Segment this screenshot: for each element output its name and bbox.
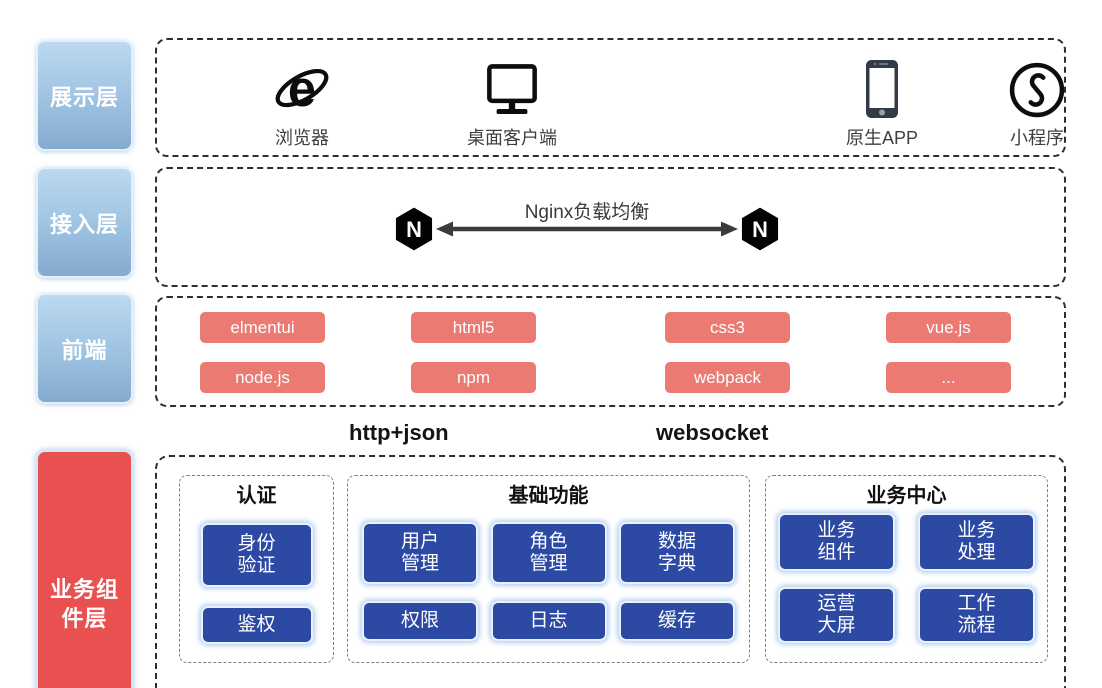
group-title: 认证 [236, 485, 277, 507]
nginx-icon: N [741, 207, 779, 251]
module-role-management: 角色 管理 [490, 522, 607, 584]
layer-label-access: 接入层 [36, 167, 133, 278]
miniprogram-icon [1008, 55, 1066, 119]
tech-tag-nodejs: node.js [200, 362, 325, 393]
protocol-label-http-json: http+json [349, 420, 449, 445]
client-item-native-app: 原生APP [827, 55, 937, 150]
mobile-phone-icon [865, 55, 899, 119]
business-center-grid: 业务 组件 业务 处理 运营 大屏 工作 流程 [766, 513, 1047, 643]
nginx-icon: N [395, 207, 433, 251]
svg-text:e: e [288, 60, 316, 117]
group-authentication: 认证 身份 验证 鉴权 [179, 475, 334, 663]
client-label: 浏览器 [275, 128, 329, 148]
layer-label-presentation: 展示层 [36, 40, 133, 151]
client-label: 原生APP [845, 128, 919, 148]
ie-browser-icon: e [272, 55, 332, 119]
module-authorization: 鉴权 [200, 606, 313, 644]
module-permissions: 权限 [362, 601, 478, 641]
tech-tag-vuejs: vue.js [886, 312, 1011, 343]
module-operations-dashboard: 运营 大屏 [778, 587, 895, 643]
tech-tag-elmentui: elmentui [200, 312, 325, 343]
svg-text:N: N [406, 217, 422, 242]
tech-tag-webpack: webpack [665, 362, 790, 393]
svg-text:N: N [752, 217, 768, 242]
tech-tag-css3: css3 [665, 312, 790, 343]
load-balance-link: Nginx负载均衡 [435, 202, 739, 239]
frontend-layer-box: elmentui html5 css3 vue.js node.js npm w… [155, 296, 1066, 407]
group-title: 业务中心 [866, 485, 947, 507]
presentation-layer-box: e 浏览器 桌面客户端 [155, 38, 1066, 157]
client-label: 小程序 [1010, 128, 1064, 148]
layer-label-business-components: 业务组 件层 [36, 450, 133, 688]
module-workflow: 工作 流程 [918, 587, 1035, 643]
module-business-components: 业务 组件 [778, 513, 895, 571]
business-layer-box: 认证 身份 验证 鉴权 基础功能 用户 管理 角色 管理 数据 字典 权限 日志… [155, 455, 1066, 688]
client-item-desktop: 桌面客户端 [457, 55, 567, 150]
tech-tag-npm: npm [411, 362, 536, 393]
protocol-label-websocket: websocket [656, 420, 769, 445]
client-label: 桌面客户端 [467, 128, 557, 148]
nginx-load-balancer: N Nginx负载均衡 N [395, 202, 779, 251]
client-item-miniprogram: 小程序 [982, 55, 1092, 150]
group-title: 基础功能 [508, 485, 589, 507]
basic-functions-grid: 用户 管理 角色 管理 数据 字典 权限 日志 缓存 [348, 522, 749, 641]
module-cache: 缓存 [619, 601, 735, 641]
client-item-browser: e 浏览器 [247, 55, 357, 150]
layer-label-frontend: 前端 [36, 293, 133, 404]
tech-tag-html5: html5 [411, 312, 536, 343]
tech-tag-more: ... [886, 362, 1011, 393]
group-basic-functions: 基础功能 用户 管理 角色 管理 数据 字典 权限 日志 缓存 [347, 475, 750, 663]
module-logs: 日志 [490, 601, 607, 641]
module-identity-verification: 身份 验证 [200, 523, 313, 587]
desktop-client-icon [483, 55, 541, 119]
double-arrow-icon [436, 221, 738, 237]
nginx-arrow-label: Nginx负载均衡 [524, 202, 650, 223]
module-data-dictionary: 数据 字典 [619, 522, 735, 584]
module-user-management: 用户 管理 [362, 522, 478, 584]
access-layer-box: N Nginx负载均衡 N [155, 167, 1066, 287]
module-business-processing: 业务 处理 [918, 513, 1035, 571]
group-business-center: 业务中心 业务 组件 业务 处理 运营 大屏 工作 流程 [765, 475, 1048, 663]
